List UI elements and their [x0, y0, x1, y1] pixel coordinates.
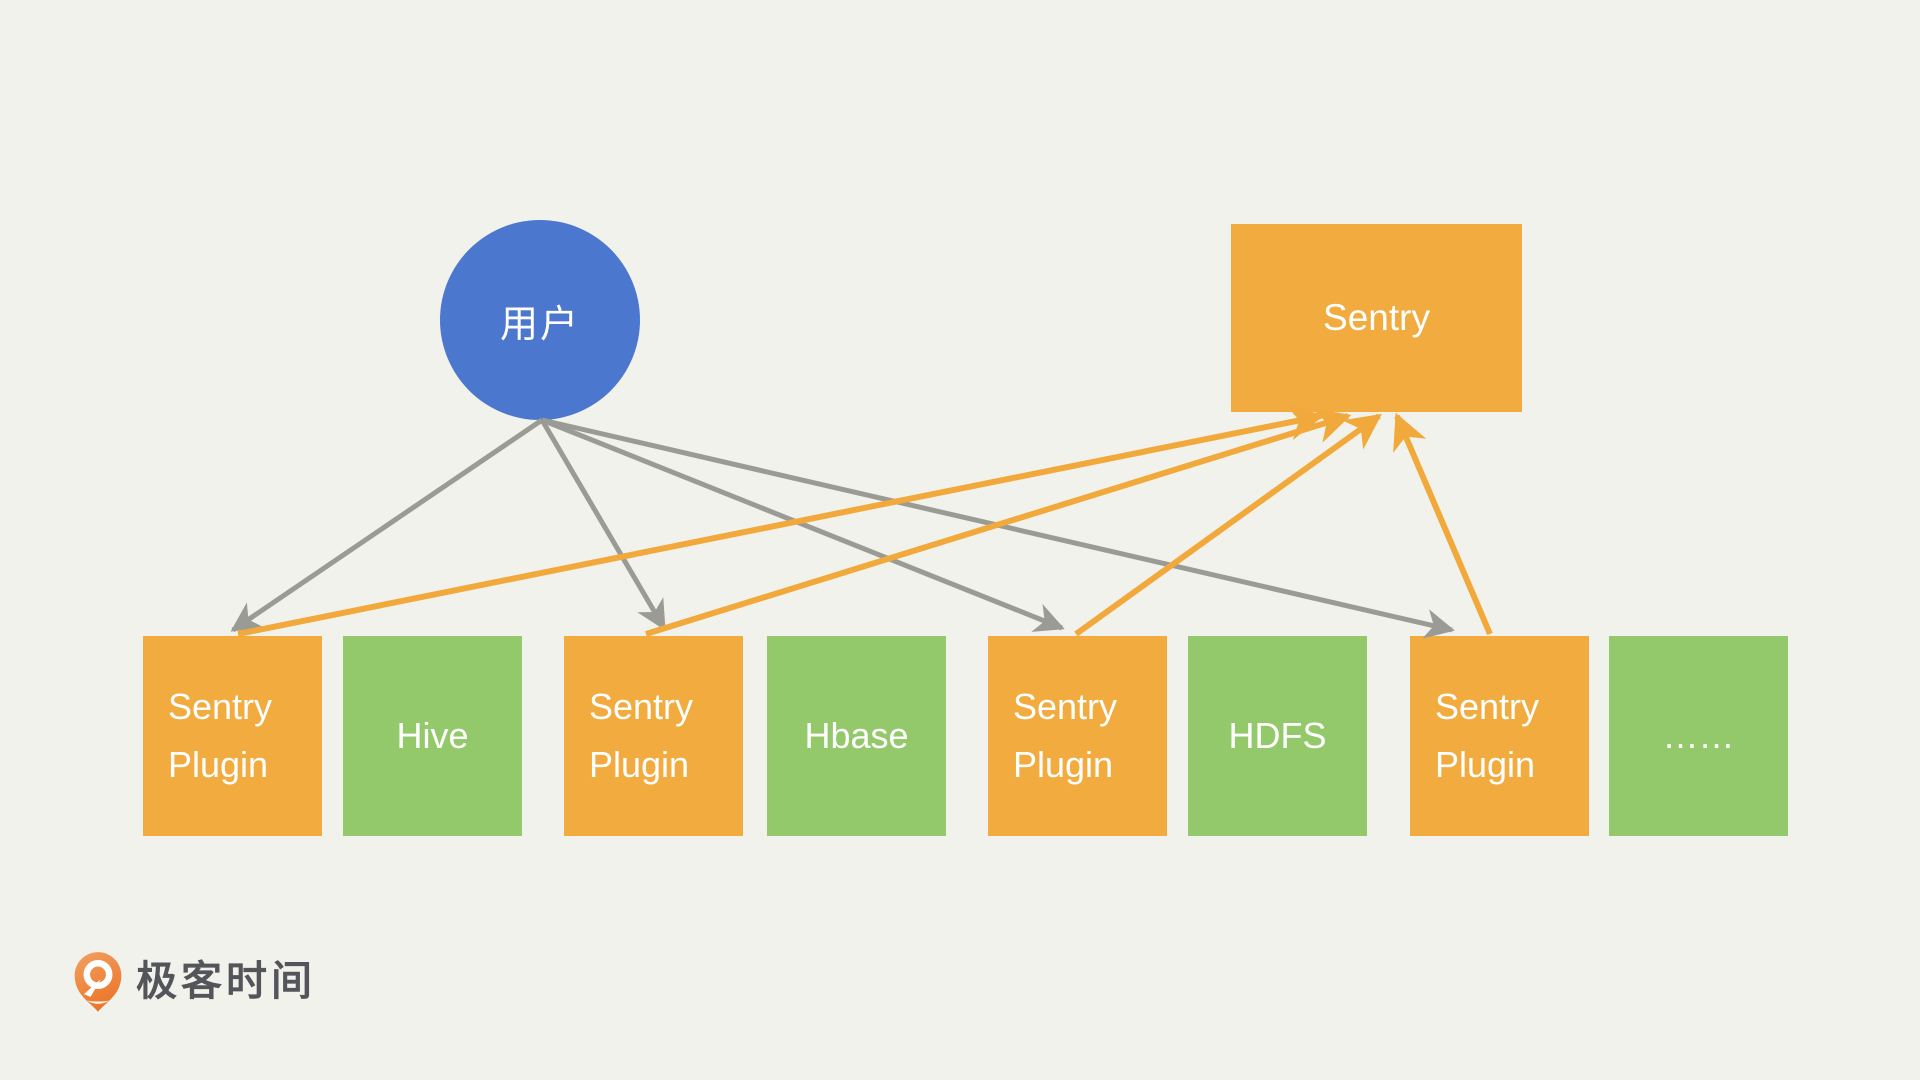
arrow-user-to-plugin-1 — [230, 417, 544, 633]
arrow-user-to-plugin-3 — [541, 417, 1065, 632]
sentry-plugin-label: Sentry Plugin — [1013, 686, 1118, 785]
arrow-plugin-to-sentry-1 — [237, 404, 1325, 637]
sentry-plugin-node-3: Sentry Plugin — [988, 636, 1167, 836]
arrow-user-to-plugin-2 — [539, 418, 667, 631]
sentry-plugin-label: Sentry Plugin — [589, 686, 694, 785]
hdfs-node: HDFS — [1188, 636, 1367, 836]
arrow-plugin-to-sentry-3 — [1074, 413, 1382, 637]
hive-label: Hive — [396, 715, 469, 756]
sentry-plugin-label: Sentry Plugin — [1435, 686, 1540, 785]
hdfs-label: HDFS — [1228, 715, 1327, 756]
sentry-plugin-label: Sentry Plugin — [168, 686, 273, 785]
sentry-node: Sentry — [1231, 224, 1522, 412]
geektime-logo: 极客时间 — [70, 948, 316, 1014]
sentry-plugin-node-4: Sentry Plugin — [1410, 636, 1589, 836]
ellipsis-label: …… — [1662, 715, 1735, 756]
sentry-node-label: Sentry — [1323, 297, 1430, 338]
geektime-logo-icon — [74, 952, 122, 1012]
hive-node: Hive — [343, 636, 522, 836]
hbase-node: Hbase — [767, 636, 946, 836]
hbase-label: Hbase — [804, 715, 909, 756]
user-node-label: 用户 — [499, 303, 580, 346]
geektime-logo-text: 极客时间 — [136, 957, 316, 1004]
arrow-plugin-to-sentry-2 — [645, 408, 1352, 637]
sentry-plugin-node-1: Sentry Plugin — [143, 636, 322, 836]
arrow-plugin-to-sentry-4 — [1393, 412, 1493, 636]
ellipsis-node: …… — [1609, 636, 1788, 836]
arrow-user-to-plugin-4 — [541, 417, 1455, 639]
user-node: 用户 — [440, 220, 640, 420]
sentry-plugin-node-2: Sentry Plugin — [564, 636, 743, 836]
